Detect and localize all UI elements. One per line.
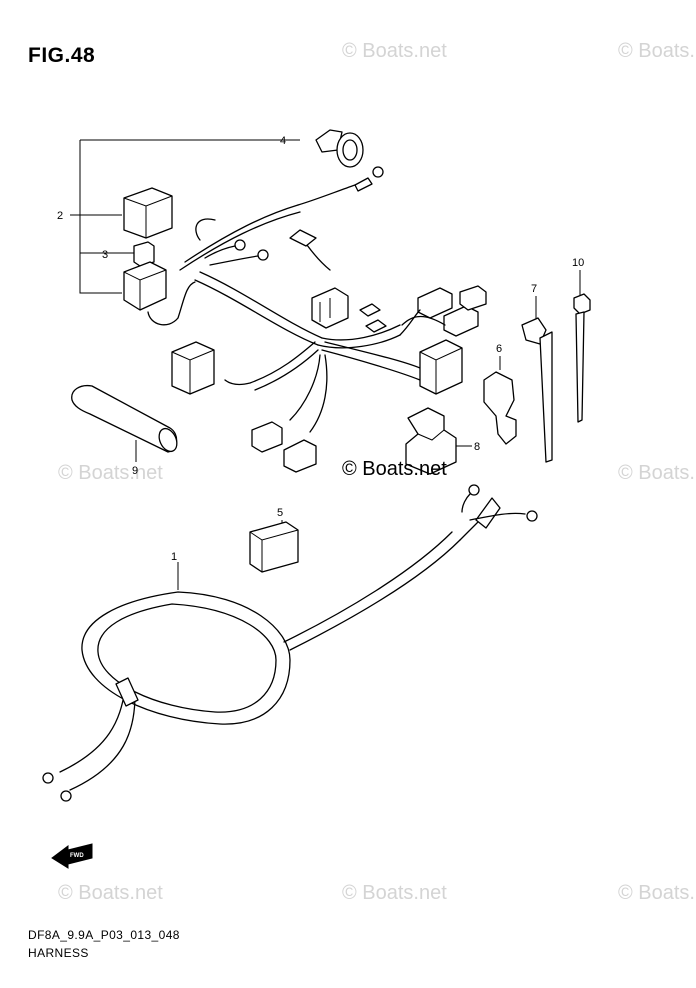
part-8-holder	[405, 407, 472, 475]
callout-2: 2	[57, 210, 63, 222]
callout-5: 5	[277, 507, 283, 519]
callout-1: 1	[171, 551, 177, 563]
watermark: © Boats.net	[342, 40, 447, 62]
callout-3: 3	[102, 249, 108, 261]
callout-4: 4	[280, 135, 286, 147]
watermark: © Boats.net	[342, 882, 447, 904]
watermark: © Boats.net	[618, 882, 696, 904]
part-1-coiled-harness	[42, 484, 538, 802]
watermark: © Boats.net	[618, 462, 696, 484]
callout-6: 6	[496, 343, 502, 355]
watermark: © Boats.net	[618, 40, 696, 62]
part-9-sleeve	[71, 384, 178, 462]
callout-9: 9	[132, 465, 138, 477]
watermark: © Boats.net	[58, 882, 163, 904]
part-2-relay	[123, 187, 173, 239]
part-5-pad	[249, 520, 299, 573]
part-10-cable-tie	[573, 270, 591, 423]
harness-connectors	[171, 229, 487, 473]
figure-title: FIG.48	[28, 44, 96, 67]
diagram-code: DF8A_9.9A_P03_013_048	[28, 928, 180, 942]
diagram-name: HARNESS	[28, 946, 89, 960]
forward-arrow-label: FWD	[70, 853, 84, 859]
main-harness	[179, 204, 421, 433]
leader-bracket	[70, 139, 300, 294]
part-6-clamp	[483, 356, 517, 445]
relay-socket	[123, 261, 196, 326]
callout-8: 8	[474, 441, 480, 453]
watermark-main: © Boats.net	[342, 458, 447, 480]
forward-arrow-icon: FWD	[51, 843, 93, 869]
part-7-cable-tie-clip	[521, 296, 553, 463]
part-4-grommet	[297, 129, 384, 206]
watermark: © Boats.net	[58, 462, 163, 484]
part-3-fuse	[133, 241, 155, 267]
callout-7: 7	[531, 283, 537, 295]
callout-10: 10	[572, 257, 584, 269]
